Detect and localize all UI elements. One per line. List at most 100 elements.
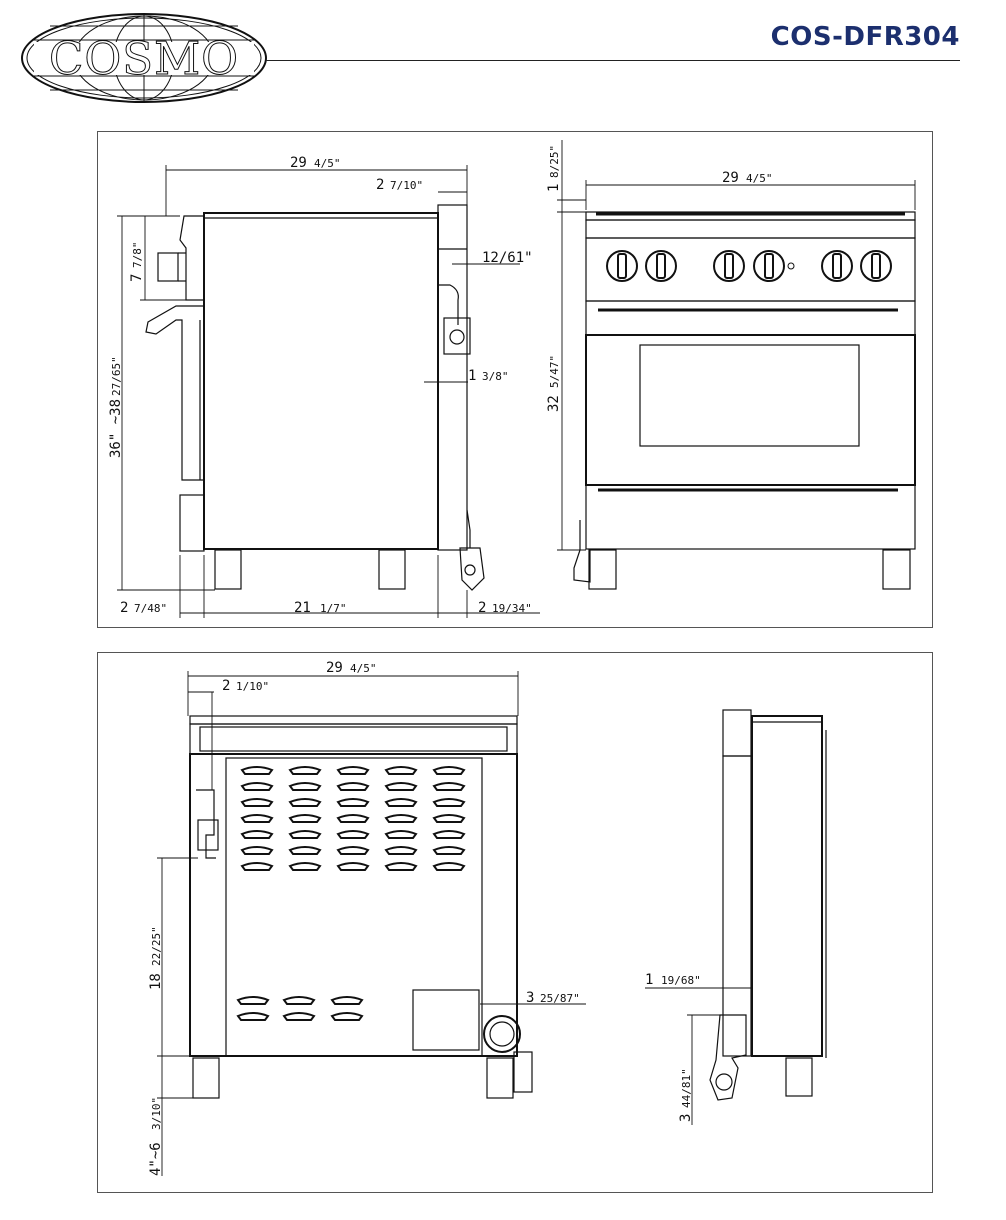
side-power-plug: [459, 547, 485, 591]
vent-slot: [288, 814, 322, 823]
front-view-drawing: [573, 211, 916, 590]
vent-slot: [336, 862, 370, 871]
vent-slot: [432, 798, 466, 807]
vent-slot: [240, 798, 274, 807]
vent-slot: [288, 846, 322, 855]
dim-right-plug-height: 3: [678, 1114, 694, 1122]
vent-slot: [432, 846, 466, 855]
dim-side-depth: 29: [290, 155, 307, 171]
front-oven-window: [639, 344, 860, 447]
dim-side-gas-offset: 12/61": [482, 250, 533, 266]
rear-back-panel: [225, 757, 483, 1057]
header-rule: [266, 60, 960, 61]
dim-side-depth-frac: 4/5": [314, 157, 341, 170]
vent-slot: [432, 782, 466, 791]
rear-view-drawing: [189, 715, 533, 1099]
rear-gas-pipe: [196, 789, 216, 859]
vent-slot: [384, 766, 418, 775]
rear-gas-regulator: [197, 819, 219, 851]
right-foot: [785, 1057, 813, 1097]
dim-side-front-offset-frac: 7/48": [134, 602, 167, 615]
vent-slot: [240, 830, 274, 839]
vent-slot: [288, 766, 322, 775]
side-rear-panel: [437, 204, 468, 551]
vent-slot: [282, 1012, 316, 1021]
vent-slot: [336, 846, 370, 855]
dim-front-width: 29: [722, 170, 739, 186]
side-foot-front: [214, 549, 242, 590]
front-power-cord: [573, 520, 591, 583]
dim-side-rear-offset: 2: [376, 177, 384, 193]
dim-front-width-frac: 4/5": [746, 172, 773, 185]
side-door-handle: [145, 305, 204, 481]
vent-slot: [384, 814, 418, 823]
right-view-drawing: [709, 709, 827, 1101]
right-power-plug: [709, 1014, 747, 1101]
front-drawer: [585, 484, 916, 550]
vent-slot: [288, 798, 322, 807]
dim-right-cord-side: 1: [645, 972, 653, 988]
vent-slot: [240, 862, 274, 871]
vent-slot: [384, 782, 418, 791]
rear-vents: [236, 766, 466, 1021]
front-foot-right: [882, 549, 911, 590]
vent-slot: [432, 814, 466, 823]
dim-side-front-offset: 2: [120, 600, 128, 616]
vent-slot: [240, 814, 274, 823]
dim-rear-gas-left-frac: 1/10": [236, 680, 269, 693]
vent-slot: [336, 766, 370, 775]
dim-rear-leg-height-frac: 3/10": [150, 1097, 163, 1130]
dim-side-rear-offset-frac: 7/10": [390, 179, 423, 192]
cosmo-logo: COSMO: [20, 12, 268, 104]
dim-side-gas-inlet-frac: 3/8": [482, 370, 509, 383]
vent-slot: [384, 798, 418, 807]
dim-side-gas-inlet: 1: [468, 368, 476, 384]
dim-rear-cord-offset: 3: [526, 990, 534, 1006]
vent-slot: [330, 996, 364, 1005]
side-body-outline: [203, 212, 439, 550]
dim-rear-leg-height: 4"~6: [148, 1142, 164, 1176]
model-number: COS-DFR304: [770, 22, 960, 52]
vent-slot: [282, 996, 316, 1005]
vent-slot: [336, 830, 370, 839]
vent-slot: [432, 862, 466, 871]
vent-slot: [336, 814, 370, 823]
dim-right-plug-height-frac: 44/81": [680, 1068, 693, 1108]
dim-side-rear-depth: 2: [478, 600, 486, 616]
vent-slot: [384, 846, 418, 855]
dim-side-body-depth: 21: [294, 600, 311, 616]
vent-slot: [384, 862, 418, 871]
side-drawer: [179, 494, 205, 552]
vent-slot: [236, 996, 270, 1005]
front-oven-door: [585, 334, 916, 486]
vent-slot: [236, 1012, 270, 1021]
vent-slot: [288, 782, 322, 791]
dim-side-panel-height: 7: [129, 274, 145, 282]
rear-foot-right: [486, 1057, 514, 1099]
vent-slot: [288, 862, 322, 871]
svg-text:29: 29: [290, 155, 307, 171]
vent-slot: [432, 766, 466, 775]
rear-foot-left: [192, 1057, 220, 1099]
front-knobs: [606, 250, 892, 282]
vent-slot: [288, 830, 322, 839]
top-panel: [97, 131, 933, 628]
vent-slot: [240, 766, 274, 775]
dim-front-oven-height: 32: [546, 395, 562, 412]
side-knob: [157, 252, 179, 282]
side-view-drawing: [145, 204, 485, 591]
vent-slot: [432, 830, 466, 839]
vent-slot: [240, 782, 274, 791]
right-body: [751, 715, 823, 1057]
dim-rear-gas-left: 2: [222, 678, 230, 694]
vent-slot: [336, 798, 370, 807]
dim-front-top-gap: 1: [546, 184, 562, 192]
dim-side-height: 36" ~38: [108, 399, 124, 458]
dim-rear-cord-offset-frac: 25/87": [540, 992, 580, 1005]
dim-front-oven-height-frac: 5/47": [548, 355, 561, 388]
bottom-panel: [97, 652, 933, 1193]
dim-rear-gas-height-frac: 22/25": [150, 926, 163, 966]
logo-wordmark: COSMO: [48, 32, 240, 86]
side-gas-pipe: [438, 284, 459, 325]
